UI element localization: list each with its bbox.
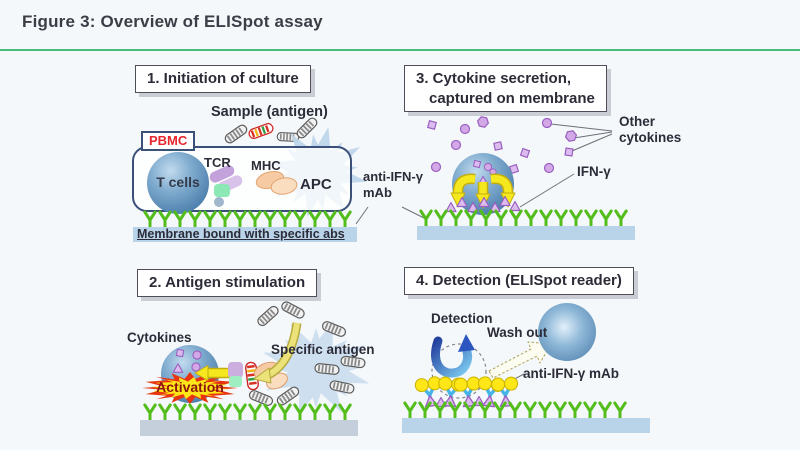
accent-rule bbox=[0, 49, 800, 51]
cytokines-label: Cytokines bbox=[127, 330, 192, 345]
specific-antigen-label: Specific antigen bbox=[271, 342, 375, 357]
tcr-label: TCR bbox=[204, 155, 231, 170]
antigen-uptake-arrow bbox=[253, 322, 302, 384]
panel4-title: 4. Detection (ELISpot reader) bbox=[416, 272, 622, 289]
other-cytokines-line2: cytokines bbox=[619, 130, 682, 146]
other-cytokines-label: Other cytokines bbox=[619, 114, 681, 146]
ifn-gamma-label: IFN-γ bbox=[577, 164, 611, 179]
panel3-title-line1: 3. Cytokine secretion, bbox=[416, 70, 572, 87]
t-cell-sphere bbox=[147, 152, 209, 214]
membrane-strip-3 bbox=[417, 226, 635, 240]
membrane-antibody-row-2 bbox=[143, 403, 352, 422]
wash-out-arrow bbox=[488, 341, 552, 379]
membrane-bound-label: Membrane bound with specific abs bbox=[137, 227, 345, 241]
panel3-header: 3. Cytokine secretion, captured on membr… bbox=[404, 65, 607, 112]
mhc-label: MHC bbox=[251, 158, 281, 173]
panel2-graphics bbox=[140, 299, 387, 436]
tcr-shapes bbox=[209, 165, 243, 207]
membrane-strip-2 bbox=[140, 420, 358, 436]
panel2-header: 2. Antigen stimulation bbox=[137, 269, 318, 297]
membrane-strip-4 bbox=[402, 418, 650, 433]
panel3-title-line2: captured on membrane bbox=[429, 89, 595, 107]
page-title: Figure 3: Overview of ELISpot assay bbox=[22, 12, 323, 31]
apc-label: APC bbox=[300, 176, 332, 193]
wash-out-label: Wash out bbox=[487, 325, 548, 340]
anti-ifn-mab-left-line2: mAb bbox=[363, 184, 392, 200]
anti-ifn-mab-left-line1: anti-IFN-γ bbox=[363, 169, 423, 184]
panel4-header: 4. Detection (ELISpot reader) bbox=[404, 267, 634, 295]
activation-label: Activation bbox=[156, 379, 224, 395]
membrane-antibody-row-3 bbox=[419, 209, 628, 228]
pbmc-label: PBMC bbox=[149, 133, 188, 148]
t-cells-label: T cells bbox=[156, 174, 200, 190]
membrane-strip-1 bbox=[133, 227, 357, 242]
panel2-title: 2. Antigen stimulation bbox=[149, 274, 306, 291]
panel1-graphics bbox=[132, 115, 378, 242]
panel1-title: 1. Initiation of culture bbox=[147, 70, 299, 87]
sample-antigen-label: Sample (antigen) bbox=[211, 104, 328, 120]
panel4-graphics bbox=[402, 303, 650, 433]
anti-ifn-mab-right-label: anti-IFN-γ mAb bbox=[523, 366, 619, 381]
detection-zone-dashed-circle bbox=[431, 343, 487, 399]
other-cytokines-line1: Other bbox=[619, 114, 656, 129]
pointer-lines-3 bbox=[355, 123, 613, 225]
mhc-shapes bbox=[255, 170, 298, 195]
panel1-header: 1. Initiation of culture bbox=[135, 65, 311, 93]
detection-cycle-arrow bbox=[431, 334, 475, 378]
anti-ifn-mab-left-label: anti-IFN-γ mAb bbox=[363, 169, 423, 200]
panel3-graphics bbox=[355, 115, 635, 240]
detection-label: Detection bbox=[431, 311, 493, 326]
membrane-antibody-row-4 bbox=[403, 401, 627, 420]
stimulation-arrow bbox=[194, 365, 230, 381]
membrane-antibody-row-1 bbox=[143, 210, 352, 229]
pbmc-label-box: PBMC bbox=[141, 131, 196, 151]
washed-cell-sphere bbox=[538, 303, 596, 361]
